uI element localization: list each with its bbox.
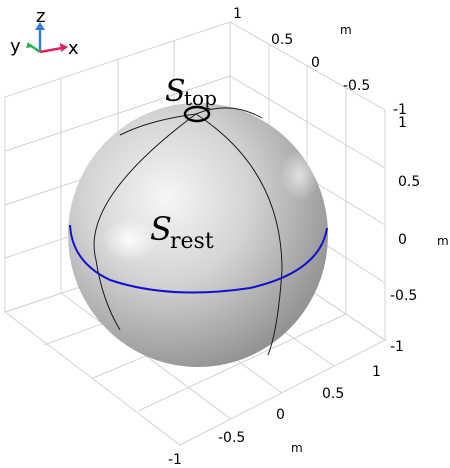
equator-curve [69,224,328,294]
tick-top-left: 1 [233,6,242,22]
back-tick-0: 0 [311,55,320,71]
right-tick-0: 0 [398,232,407,248]
meridian-left [93,113,197,331]
right-axis-unit: m [437,234,449,248]
meridian-back-right [195,107,263,119]
triad-x-arrow [39,46,63,54]
back-axis-ticks: 0.5 0 -0.5 -1 m [271,23,407,118]
right-tick-1: 1 [398,115,407,131]
right-tick-0.5: 0.5 [398,174,420,190]
back-tick-0.5: 0.5 [271,32,293,48]
back-axis-unit: m [340,23,352,37]
back-tick-neg0.5: -0.5 [343,78,370,94]
axis-triad: y z x [10,6,79,59]
right-axis-ticks: 1 0.5 0 -0.5 -1 m [390,115,449,355]
meridian-right [195,113,283,356]
bottom-tick-0: 0 [276,407,285,423]
triad-z-label: z [36,6,45,27]
bottom-axis-unit: m [291,441,303,455]
meridian-lines [93,107,283,356]
right-tick-neg1: -1 [390,339,404,355]
back-tick-neg1: -1 [393,102,407,118]
triad-x-label: x [68,38,79,59]
bottom-tick-neg0.5: -0.5 [218,430,245,446]
label-s-top-sub: top [184,86,217,110]
triad-y-label: y [10,36,21,57]
label-s-rest: S [150,210,172,248]
label-s-top: S [165,74,186,109]
label-s-rest-sub: rest [170,229,214,254]
meridian-back-left [119,113,197,136]
bottom-tick-neg1: -1 [168,452,182,468]
sphere-highlight [102,218,158,262]
bottom-axis-ticks: 1 0.5 0 -0.5 -1 m [168,364,381,468]
bottom-tick-0.5: 0.5 [322,386,344,402]
bottom-tick-1: 1 [372,364,381,380]
top-surface-boundary [183,105,211,123]
right-tick-neg0.5: -0.5 [390,288,417,304]
